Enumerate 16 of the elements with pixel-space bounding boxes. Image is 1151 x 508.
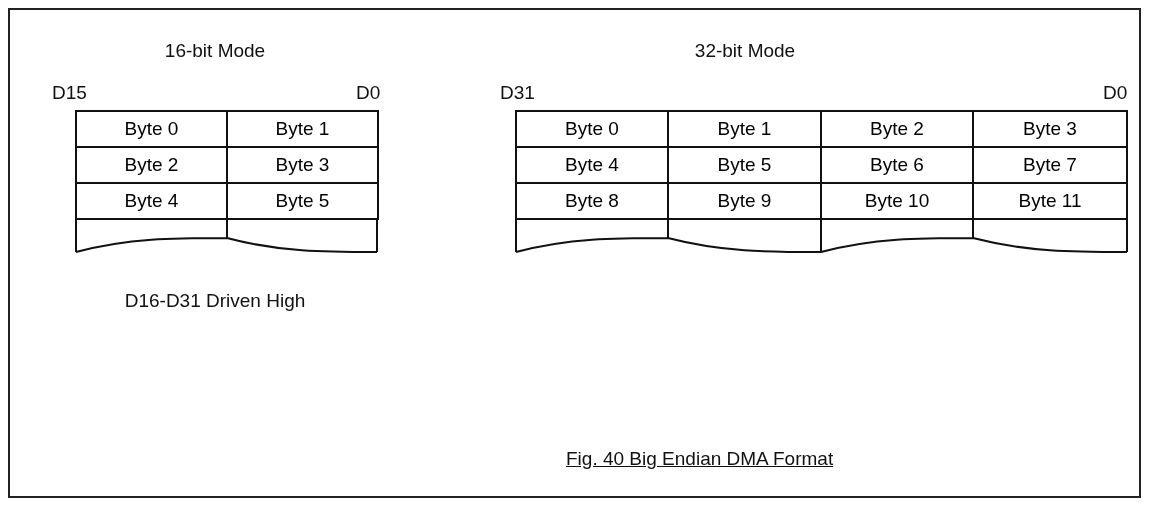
table-cell: Byte 11	[972, 182, 1128, 220]
bit-label: D0	[356, 82, 381, 104]
bit-label: D31	[500, 82, 535, 104]
note-text: D16-D31 Driven High	[124, 290, 306, 312]
table-cell: Byte 5	[226, 182, 379, 220]
table-cell: Byte 0	[75, 110, 228, 148]
bit-label: D15	[52, 82, 87, 104]
bit-label: D0	[1103, 82, 1128, 104]
table-title: 16-bit Mode	[164, 40, 266, 62]
table-cell: Byte 3	[972, 110, 1128, 148]
figure-caption: Fig. 40 Big Endian DMA Format	[566, 448, 834, 470]
table-cell: Byte 8	[515, 182, 669, 220]
table-title: 32-bit Mode	[694, 40, 796, 62]
table-cell: Byte 4	[75, 182, 228, 220]
table-cell: Byte 0	[515, 110, 669, 148]
table-cell: Byte 1	[226, 110, 379, 148]
